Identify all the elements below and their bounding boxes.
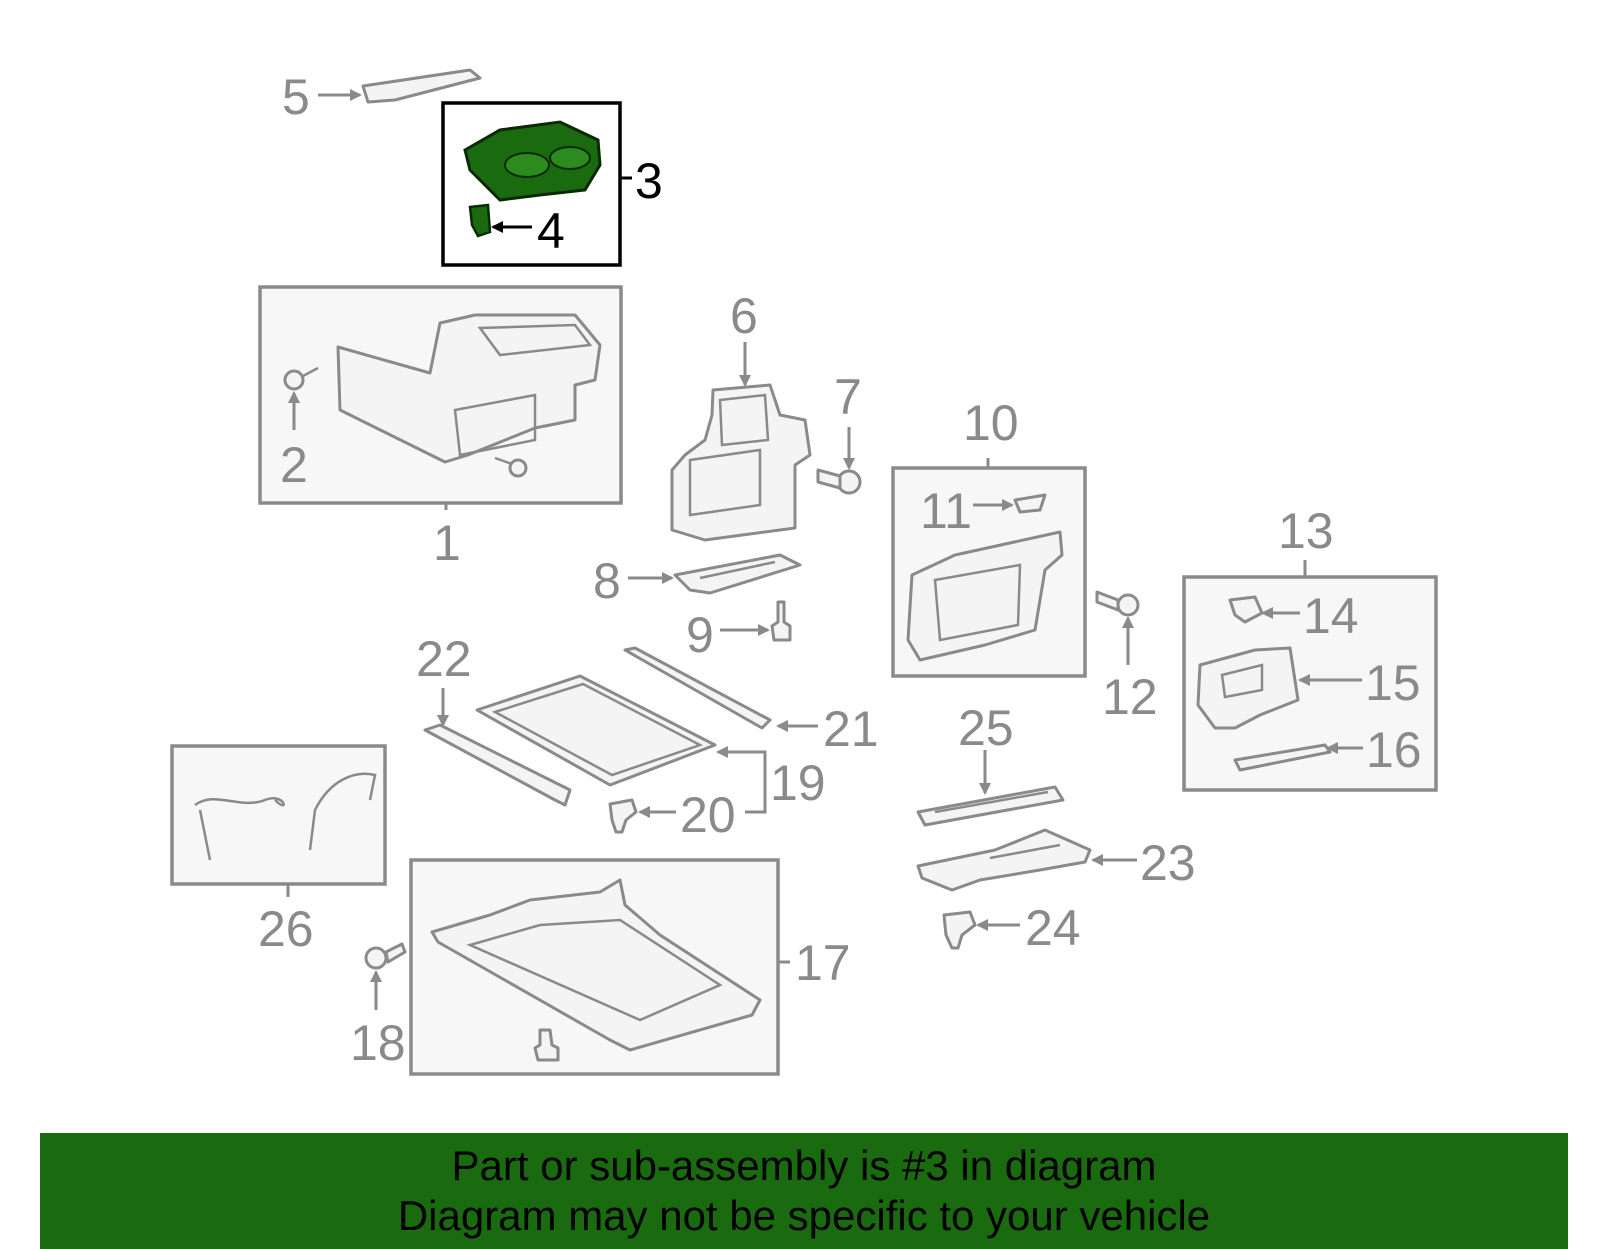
callout-22: 22 bbox=[416, 631, 472, 687]
callout-19: 19 bbox=[770, 755, 826, 811]
part-26-cable-box[interactable]: 26 bbox=[170, 744, 387, 957]
callout-17: 17 bbox=[795, 935, 851, 991]
callout-9: 9 bbox=[686, 607, 714, 663]
banner-line-1: Part or sub-assembly is #3 in diagram bbox=[451, 1142, 1157, 1189]
callout-8: 8 bbox=[593, 553, 621, 609]
part-8-plate[interactable]: 8 bbox=[593, 553, 802, 609]
callout-5: 5 bbox=[282, 69, 310, 125]
callout-2: 2 bbox=[280, 437, 308, 493]
callout-24: 24 bbox=[1025, 900, 1081, 956]
callout-16: 16 bbox=[1366, 722, 1422, 778]
part-18-screw[interactable]: 18 bbox=[350, 942, 407, 1071]
part-12-screw[interactable]: 12 bbox=[1095, 590, 1158, 725]
callout-6: 6 bbox=[730, 288, 758, 344]
part-19-tray-panel[interactable]: 19 bbox=[475, 674, 826, 814]
part-6-bracket[interactable]: 6 bbox=[670, 288, 812, 542]
part-9-bolt[interactable]: 9 bbox=[686, 600, 792, 663]
callout-25: 25 bbox=[958, 700, 1014, 756]
part-17-base-box[interactable]: 17 bbox=[409, 858, 851, 1076]
part-25-tray[interactable]: 25 bbox=[916, 700, 1065, 827]
callout-13: 13 bbox=[1278, 503, 1334, 559]
callout-11: 11 bbox=[920, 483, 972, 539]
part-22-rail[interactable]: 22 bbox=[416, 631, 572, 807]
part-3-cup-holder-group[interactable]: 3 4 bbox=[441, 101, 663, 267]
part-10-panel-box[interactable]: 11 10 bbox=[891, 395, 1087, 678]
callout-23: 23 bbox=[1140, 835, 1196, 891]
part-13-switch-box[interactable]: 14 15 16 13 bbox=[1182, 503, 1438, 792]
callout-15: 15 bbox=[1365, 655, 1421, 711]
part-21-rod[interactable]: 21 bbox=[623, 646, 879, 757]
callout-18: 18 bbox=[350, 1015, 406, 1071]
callout-10: 10 bbox=[963, 395, 1019, 451]
part-1-console-box[interactable]: 2 1 bbox=[258, 285, 623, 571]
clip-part-4[interactable] bbox=[468, 203, 492, 238]
callout-26: 26 bbox=[258, 901, 314, 957]
part-20-clip[interactable]: 20 bbox=[608, 787, 736, 843]
info-banner: Part or sub-assembly is #3 in diagram Di… bbox=[40, 1133, 1568, 1249]
part-7-screw[interactable]: 7 bbox=[816, 369, 862, 495]
callout-4: 4 bbox=[537, 203, 565, 259]
callout-1: 1 bbox=[433, 515, 461, 571]
callout-14: 14 bbox=[1303, 588, 1359, 644]
banner-line-2: Diagram may not be specific to your vehi… bbox=[397, 1192, 1211, 1239]
callout-3: 3 bbox=[635, 153, 663, 209]
part-24-clip[interactable]: 24 bbox=[942, 900, 1081, 956]
callout-12: 12 bbox=[1102, 669, 1158, 725]
callout-7: 7 bbox=[834, 369, 862, 425]
callout-21: 21 bbox=[823, 701, 879, 757]
part-5-trim-strip[interactable]: 5 bbox=[282, 68, 482, 125]
callout-20: 20 bbox=[680, 787, 736, 843]
part-23-lower-tray[interactable]: 23 bbox=[916, 828, 1196, 892]
